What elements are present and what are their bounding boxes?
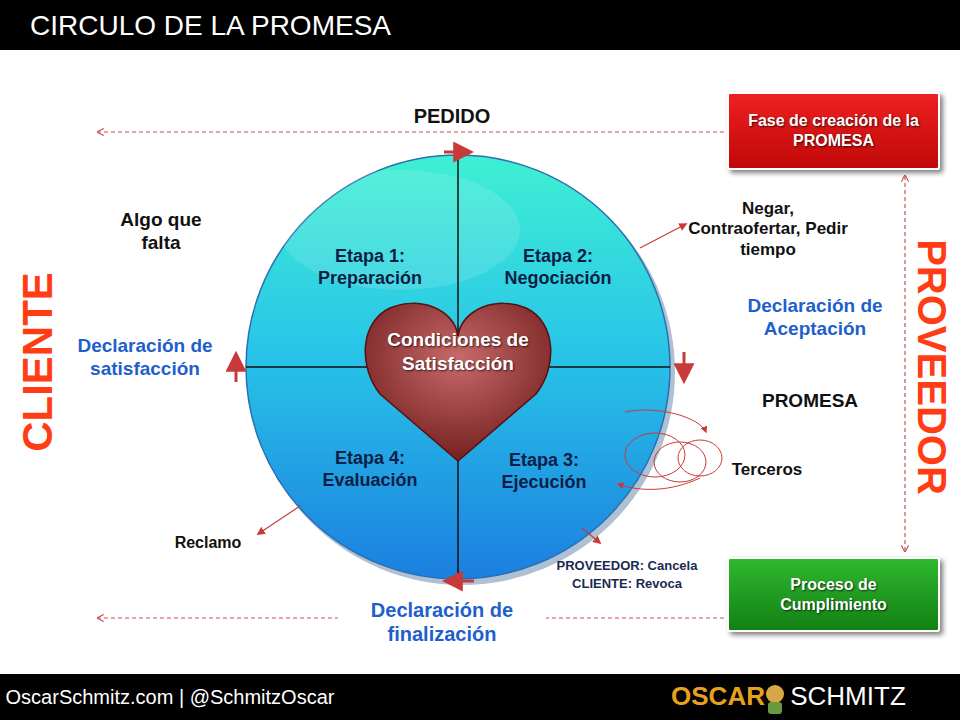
flow-arrow — [683, 352, 686, 380]
note-label: PROVEEDOR: Cancela — [532, 558, 722, 574]
node-text: Fase de creación de la PROMESA — [739, 111, 928, 151]
heart-shape: Condiciones de Satisfacción — [358, 298, 558, 463]
stage-quadrant: Etapa 2: Negociación — [478, 238, 638, 296]
stage-quadrant: Etapa 4: Evaluación — [300, 440, 440, 498]
flow-arrow — [444, 151, 470, 154]
role-label: CLIENTE — [17, 252, 59, 472]
connector — [904, 176, 905, 551]
node-text: Etapa 3: Ejecución — [490, 449, 598, 494]
declaration-label: Declaración de finalización — [338, 598, 546, 646]
flow-arrow — [446, 580, 474, 583]
heart-outline — [358, 298, 558, 463]
heart-outline — [365, 303, 551, 461]
declaration-label: Declaración de Aceptación — [730, 295, 900, 341]
node-text: Etapa 2: Negociación — [488, 245, 628, 290]
note-label: Algo que falta — [101, 209, 221, 255]
third-party-loops — [618, 410, 722, 489]
note-label: CLIENTE: Revoca — [532, 576, 722, 592]
leader-arrow — [582, 528, 600, 543]
circle-highlight — [280, 170, 520, 290]
leader-arrow — [258, 506, 300, 534]
leader-arrow — [640, 224, 686, 248]
logo-text: OSCAR — [663, 681, 773, 712]
declaration-label: Declaración de satisfacción — [55, 335, 235, 381]
page-title: CIRCULO DE LA PROMESA — [30, 9, 391, 43]
logo-figure — [766, 685, 784, 703]
node-text: Condiciones de Satisfacción — [368, 328, 548, 376]
option-label: Negar, Contraofertar, Pedir tiempo — [688, 199, 848, 260]
node-text: Proceso de Cumplimiento — [739, 575, 928, 615]
request-label: PEDIDO — [382, 104, 522, 128]
note-label: Reclamo — [158, 533, 258, 552]
note-label: Terceros — [712, 460, 822, 480]
phase-box: Fase de creación de la PROMESA — [727, 92, 940, 170]
stage-quadrant: Etapa 3: Ejecución — [480, 442, 608, 500]
stage-quadrant: Etapa 1: Preparación — [295, 238, 445, 296]
promise-circle — [246, 155, 670, 579]
process-box: Proceso de Cumplimiento — [727, 557, 940, 632]
node-text: Etapa 1: Preparación — [305, 245, 435, 290]
node-text: Etapa 4: Evaluación — [310, 447, 430, 492]
request-line — [98, 131, 724, 132]
footer-bar — [0, 674, 960, 720]
promise-label: PROMESA — [745, 390, 875, 413]
logo-figure — [768, 702, 782, 714]
flow-arrow — [235, 355, 238, 382]
footer-text: OscarSchmitz.com | @SchmitzOscar — [5, 685, 335, 709]
logo-text: SCHMITZ — [788, 681, 908, 712]
role-label: PROVEEDOR — [912, 217, 952, 517]
title-bar — [0, 0, 960, 50]
